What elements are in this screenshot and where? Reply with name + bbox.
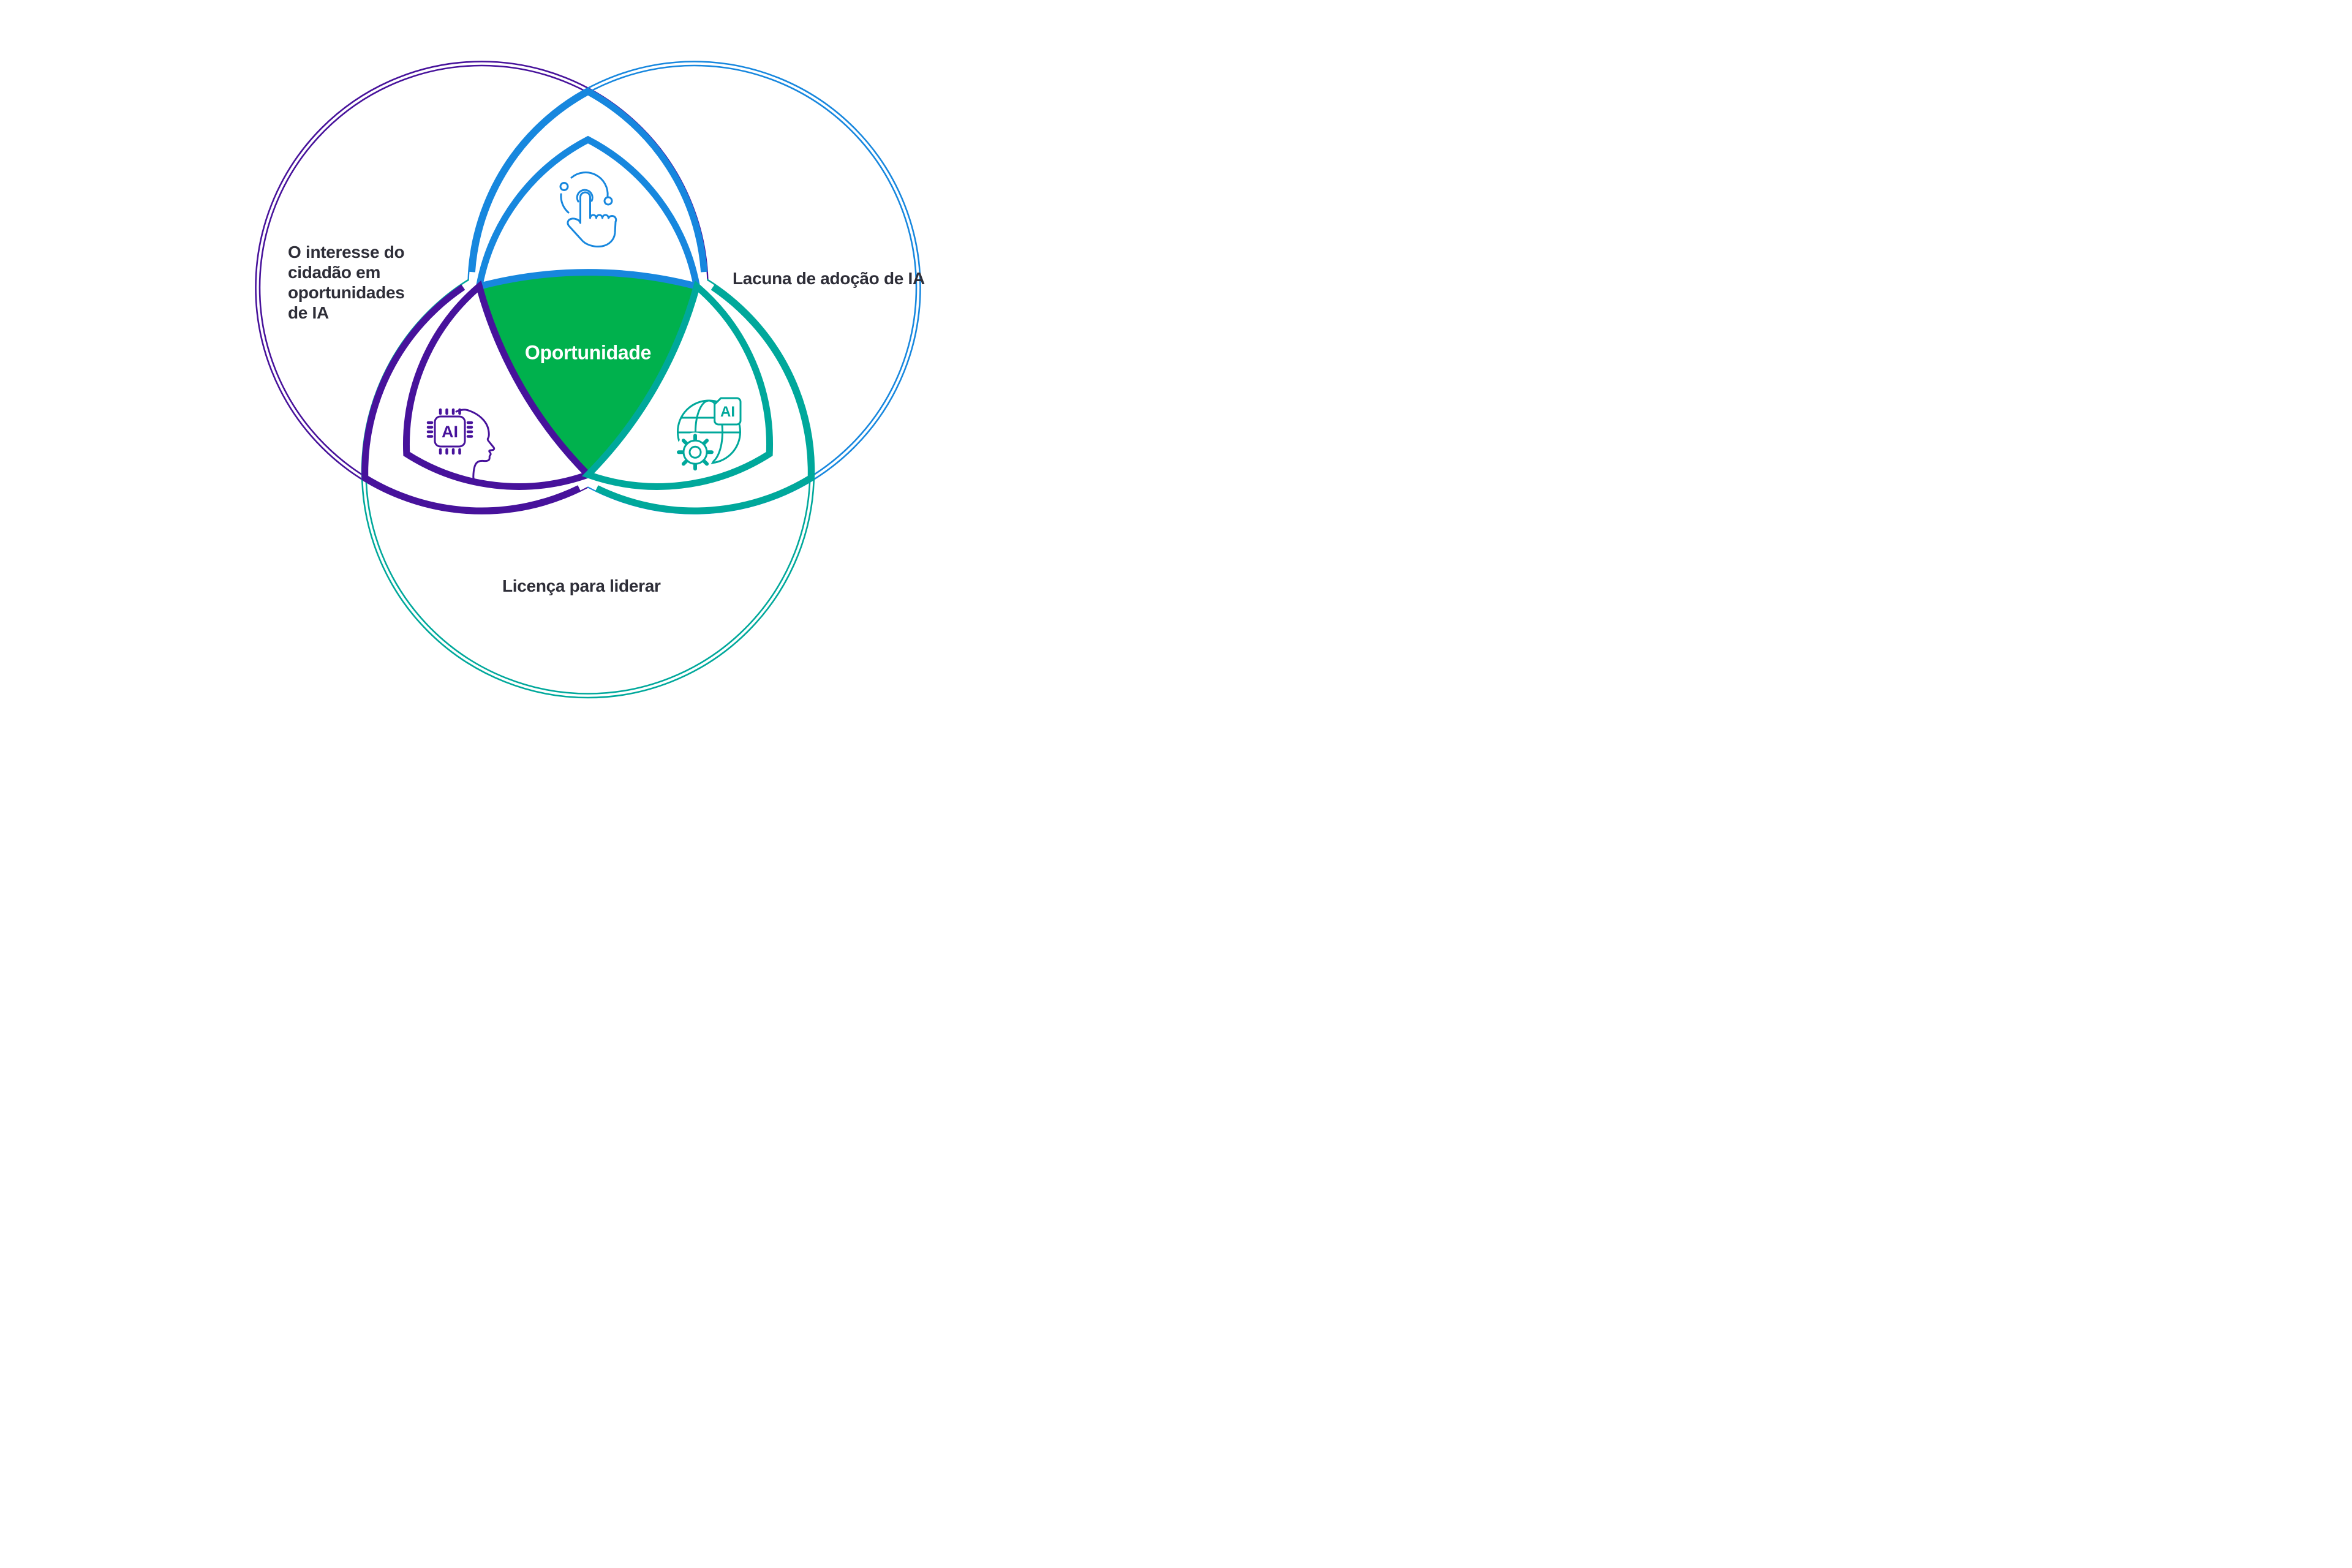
outer-arch-left-purple <box>361 284 581 514</box>
petal-top-blue <box>475 135 701 292</box>
petal-right-teal <box>582 280 774 490</box>
label-citizen-interest: O interesse do cidadão em oportunidades … <box>288 243 405 322</box>
ai-document-text: AI <box>720 404 735 420</box>
label-licence-to-lead: Licença para liderar <box>502 576 661 595</box>
venn-diagram: AI AI <box>0 0 1176 784</box>
touch-icon-dot-right <box>603 196 613 206</box>
ai-document <box>714 397 742 426</box>
ai-head-chip-icon: AI <box>426 408 496 482</box>
touch-icon-arc-left <box>560 193 570 214</box>
touch-icon-dot-left <box>559 182 569 191</box>
outer-arch-right-teal <box>595 284 815 514</box>
outer-arches <box>361 88 815 514</box>
inner-petals <box>402 135 774 490</box>
ai-globe-gear-icon: AI <box>676 397 742 472</box>
touch-icon-ripple-outer <box>576 189 594 203</box>
venn-canvas: AI AI <box>255 61 921 699</box>
touch-gesture-icon <box>559 172 617 247</box>
ai-head-profile <box>455 409 496 482</box>
label-opportunity-center: Oportunidade <box>524 341 652 364</box>
label-adoption-gap: Lacuna de adoção de IA <box>733 269 925 288</box>
gear <box>677 434 714 471</box>
ai-chip-outline <box>434 415 466 448</box>
petal-left-purple <box>402 280 594 490</box>
touch-icon-hand <box>567 191 617 247</box>
gear-hub <box>688 445 702 459</box>
gear-teeth <box>677 434 714 471</box>
ai-chip-text: AI <box>442 423 458 441</box>
center-intersection-shape <box>479 272 697 475</box>
outer-arch-top-blue <box>468 88 708 273</box>
ai-chip-pins <box>426 408 473 455</box>
touch-icon-arc-top <box>570 172 609 198</box>
